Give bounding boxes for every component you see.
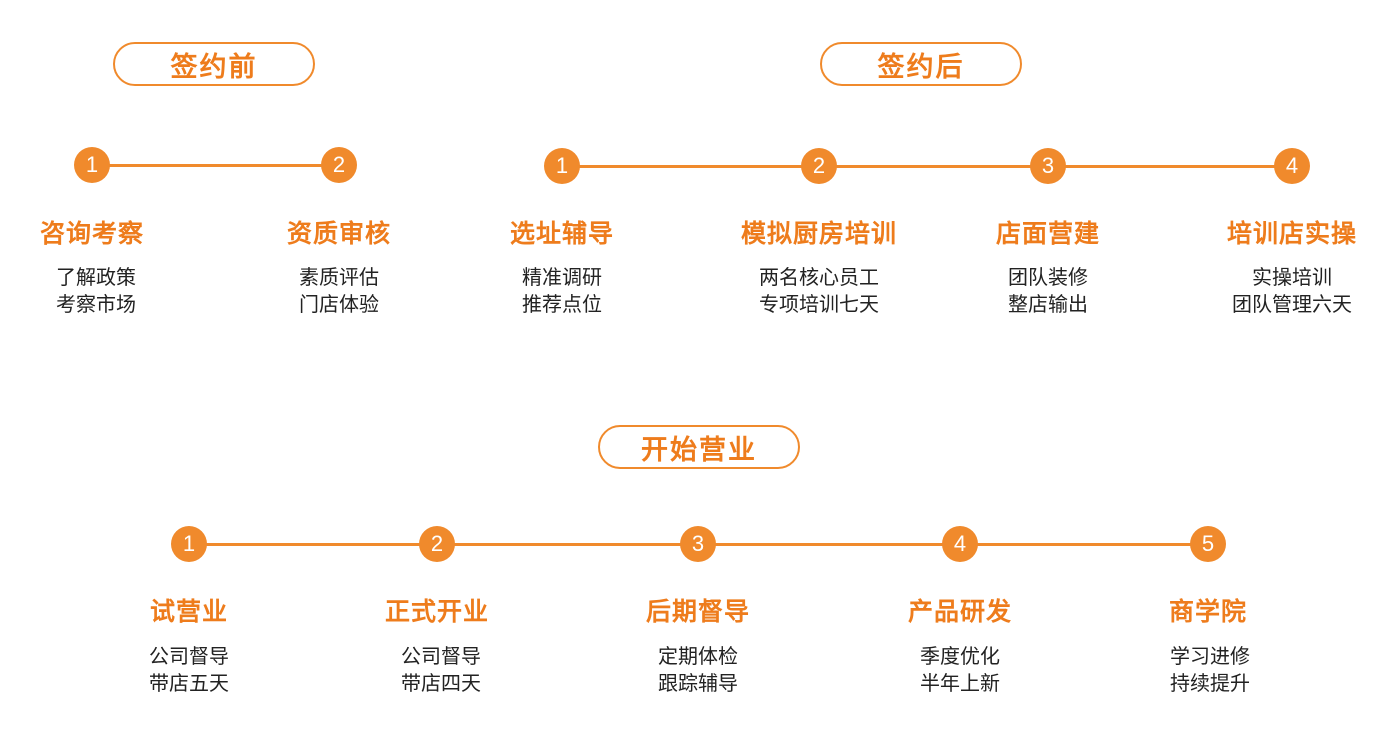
step-number-badge: 2 xyxy=(419,526,455,562)
step-description-line: 半年上新 xyxy=(920,671,1000,695)
step-description: 公司督导 带店四天 xyxy=(401,643,481,697)
step-description: 学习进修 持续提升 xyxy=(1170,643,1250,697)
step-description: 团队装修 整店输出 xyxy=(1008,264,1088,318)
timeline-track-post-sign xyxy=(562,165,1292,168)
step-description-line: 带店五天 xyxy=(149,671,229,695)
section-label-opening: 开始营业 xyxy=(598,425,800,469)
step-description-line: 季度优化 xyxy=(920,644,1000,668)
step-description-line: 整店输出 xyxy=(1008,292,1088,316)
step-description-line: 考察市场 xyxy=(56,292,136,316)
step-title: 资质审核 xyxy=(286,219,392,248)
step-title: 选址辅导 xyxy=(509,219,615,248)
step-title: 正式开业 xyxy=(384,597,490,626)
step-number-badge: 1 xyxy=(74,147,110,183)
step-description-line: 精准调研 xyxy=(522,265,602,289)
step-number-badge: 3 xyxy=(1030,148,1066,184)
step-description-line: 专项培训七天 xyxy=(759,292,879,316)
timeline-track-pre-sign xyxy=(92,164,339,167)
step-description-line: 公司督导 xyxy=(149,644,229,668)
step-description-line: 学习进修 xyxy=(1170,644,1250,668)
step-description-line: 团队管理六天 xyxy=(1232,292,1352,316)
step-title: 产品研发 xyxy=(907,597,1013,626)
step-title: 试营业 xyxy=(149,597,229,626)
step-description: 精准调研 推荐点位 xyxy=(522,264,602,318)
step-number-badge: 4 xyxy=(942,526,978,562)
step-description: 公司督导 带店五天 xyxy=(149,643,229,697)
step-number-badge: 5 xyxy=(1190,526,1226,562)
step-description: 实操培训 团队管理六天 xyxy=(1232,264,1352,318)
step-description-line: 门店体验 xyxy=(299,292,379,316)
step-title: 商学院 xyxy=(1168,597,1248,626)
step-description-line: 两名核心员工 xyxy=(759,265,879,289)
section-label-pre-sign: 签约前 xyxy=(113,42,315,86)
step-title: 培训店实操 xyxy=(1226,219,1358,248)
step-title: 店面营建 xyxy=(995,219,1101,248)
step-description: 季度优化 半年上新 xyxy=(920,643,1000,697)
step-description-line: 了解政策 xyxy=(56,265,136,289)
step-number-badge: 2 xyxy=(801,148,837,184)
step-description-line: 跟踪辅导 xyxy=(658,671,738,695)
step-number-badge: 1 xyxy=(544,148,580,184)
step-description-line: 实操培训 xyxy=(1252,265,1332,289)
step-number-badge: 2 xyxy=(321,147,357,183)
step-title: 后期督导 xyxy=(645,597,751,626)
step-title: 模拟厨房培训 xyxy=(740,219,898,248)
step-number-badge: 3 xyxy=(680,526,716,562)
step-description-line: 团队装修 xyxy=(1008,265,1088,289)
step-number-badge: 4 xyxy=(1274,148,1310,184)
section-label-post-sign: 签约后 xyxy=(820,42,1022,86)
step-description-line: 公司督导 xyxy=(401,644,481,668)
step-title: 咨询考察 xyxy=(39,219,145,248)
step-description-line: 素质评估 xyxy=(299,265,379,289)
step-description: 两名核心员工 专项培训七天 xyxy=(759,264,879,318)
step-description-line: 持续提升 xyxy=(1170,671,1250,695)
step-description: 了解政策 考察市场 xyxy=(56,264,136,318)
step-description: 素质评估 门店体验 xyxy=(299,264,379,318)
step-description-line: 定期体检 xyxy=(658,644,738,668)
step-number-badge: 1 xyxy=(171,526,207,562)
step-description: 定期体检 跟踪辅导 xyxy=(658,643,738,697)
step-description-line: 推荐点位 xyxy=(522,292,602,316)
step-description-line: 带店四天 xyxy=(401,671,481,695)
